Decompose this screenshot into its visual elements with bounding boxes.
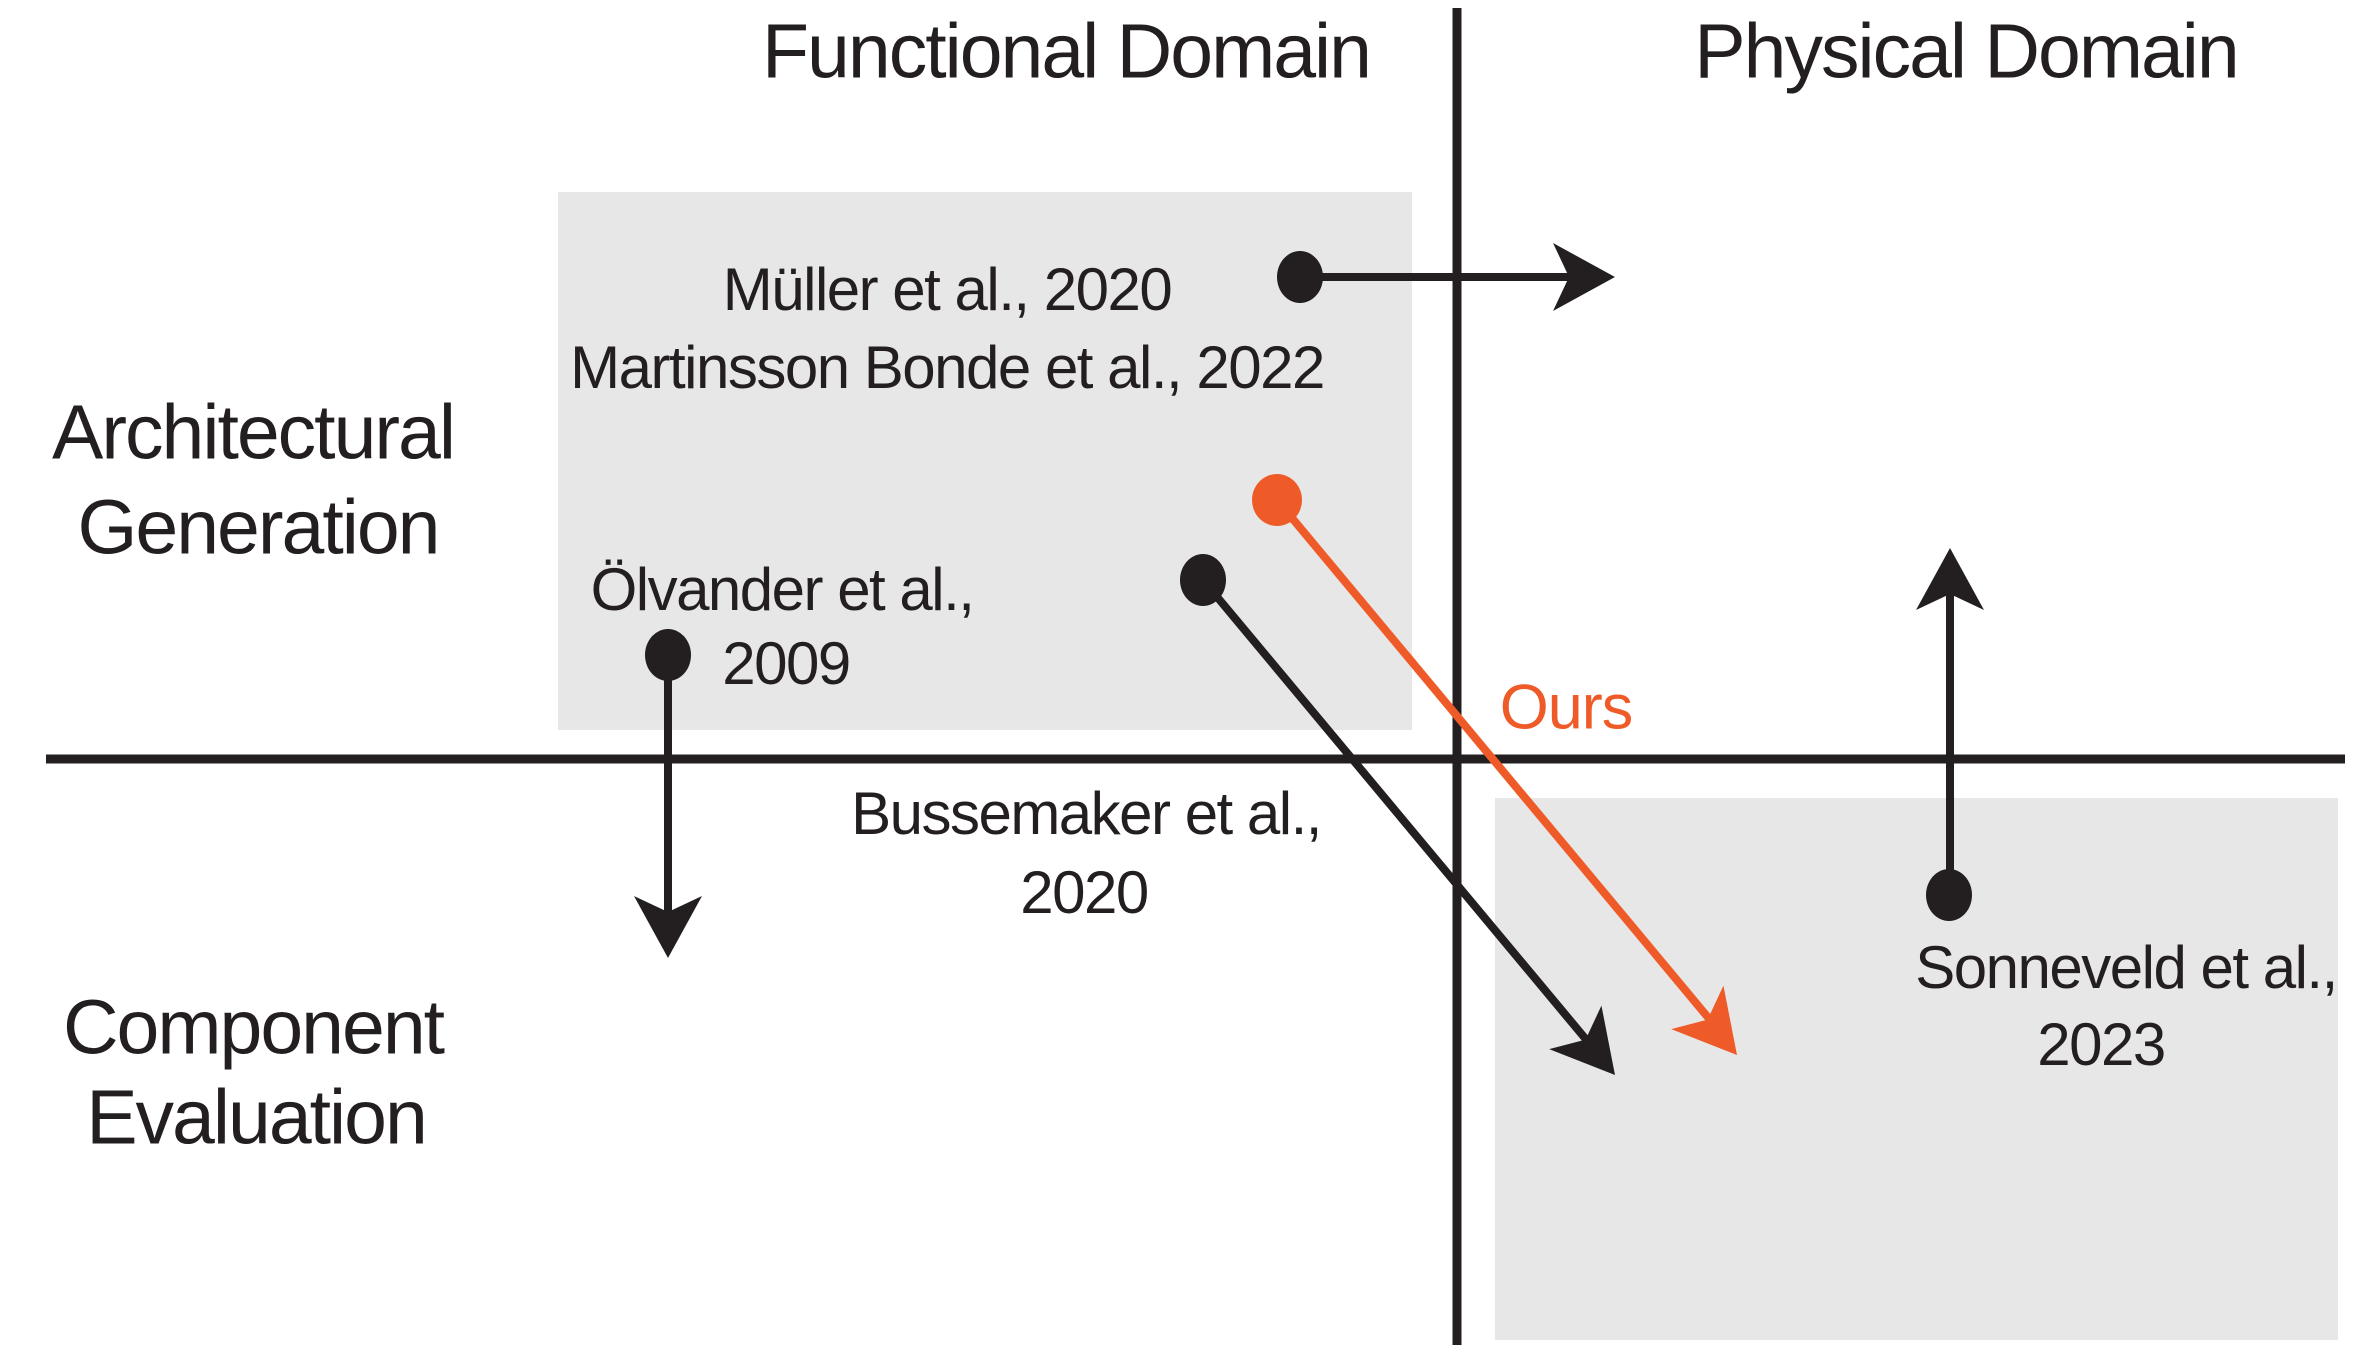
muller-to-physical-arrowhead [1553, 243, 1615, 311]
bussemaker-diagonal-arrowhead [1549, 1005, 1615, 1075]
lower-right-quadrant-box [1495, 798, 2338, 1340]
column-title-physical-domain: Physical Domain [1694, 8, 2239, 95]
ours-annotation-label: Ours [1499, 672, 1634, 743]
paper-label-bussemaker-year: 2020 [1020, 859, 1149, 926]
upper-left-quadrant-box [558, 192, 1412, 730]
paper-label-martinsson-bonde: Martinsson Bonde et al., 2022 [570, 334, 1325, 401]
row-label-architectural: Architectural [52, 389, 456, 476]
paper-label-olvander-year: 2009 [722, 630, 851, 697]
sonneveld-up-arrowhead [1916, 548, 1984, 610]
ours-diagonal-arrowhead [1671, 985, 1737, 1055]
paper-label-sonneveld-year: 2023 [2037, 1011, 2166, 1078]
paper-label-olvander-line1: Ölvander et al., [590, 556, 975, 623]
row-label-component: Component [62, 984, 445, 1071]
sonneveld-dot [1926, 869, 1972, 921]
column-title-functional-domain: Functional Domain [762, 8, 1372, 95]
row-label-evaluation: Evaluation [86, 1074, 428, 1161]
paper-label-bussemaker-line1: Bussemaker et al., [851, 780, 1322, 847]
ours-diagonal-arrow-shaft [1273, 497, 1715, 1024]
olvander-down-arrowhead [634, 896, 702, 958]
bussemaker-diagonal-arrow-shaft [1199, 577, 1593, 1046]
olvander-dot [645, 629, 691, 681]
paper-label-muller: Müller et al., 2020 [722, 256, 1173, 323]
bussemaker-dot [1180, 554, 1226, 606]
paper-label-sonneveld-line1: Sonneveld et al., [1915, 934, 2338, 1001]
muller-dot [1277, 251, 1323, 303]
ours-dot [1252, 474, 1302, 526]
row-label-generation: Generation [77, 484, 441, 571]
